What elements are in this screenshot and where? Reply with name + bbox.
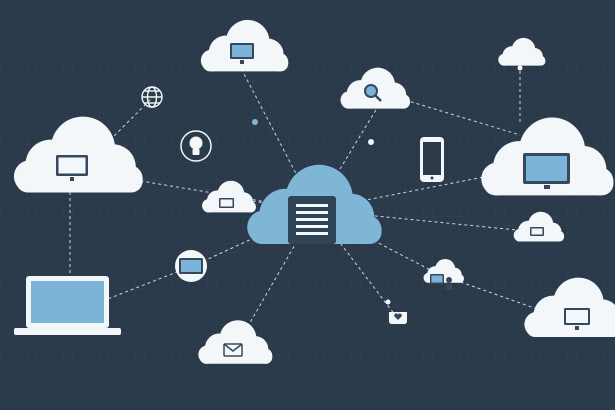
lightbulb-icon [180,130,212,162]
globe-icon [141,86,163,108]
mail-icon [223,343,243,357]
heart-icon [389,312,407,324]
monitor-icon-tiny [530,227,544,236]
server-document-icon [288,196,336,244]
monitor-badge [175,250,207,282]
monitor-icon [230,43,254,64]
connector-nodes [252,65,523,305]
search-icon [364,84,382,102]
user-device-icon [430,274,452,290]
laptop-icon [14,276,121,335]
smartphone-icon [420,137,444,182]
monitor-icon-left [56,155,88,181]
monitor-icon-bottom-right [564,308,590,330]
monitor-icon-small [219,198,234,208]
monitor-icon-right [523,153,570,189]
